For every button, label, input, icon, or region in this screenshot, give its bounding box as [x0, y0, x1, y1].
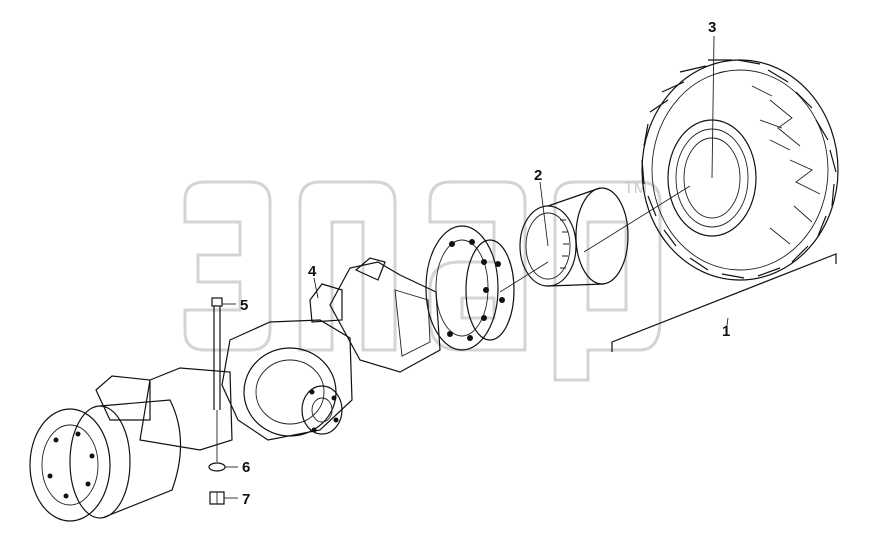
left-hub [29, 399, 182, 522]
watermark-logo: TM [183, 180, 662, 382]
callout-4: 4 [308, 263, 317, 280]
rim [519, 187, 629, 287]
callout-6: 6 [242, 459, 250, 476]
assembly-bracket [611, 253, 837, 352]
washer [208, 462, 226, 472]
leader-lines [222, 35, 729, 499]
callout-3: 3 [708, 19, 716, 36]
bolt [211, 297, 223, 462]
callout-7: 7 [242, 491, 250, 508]
tire [641, 59, 839, 281]
hub-flange [425, 185, 691, 351]
trademark-mark: TM [624, 180, 647, 197]
callout-1: 1 [722, 323, 730, 340]
callout-2: 2 [534, 167, 542, 184]
callout-5: 5 [240, 297, 248, 314]
nut [209, 491, 225, 505]
axle-housing [95, 257, 441, 451]
